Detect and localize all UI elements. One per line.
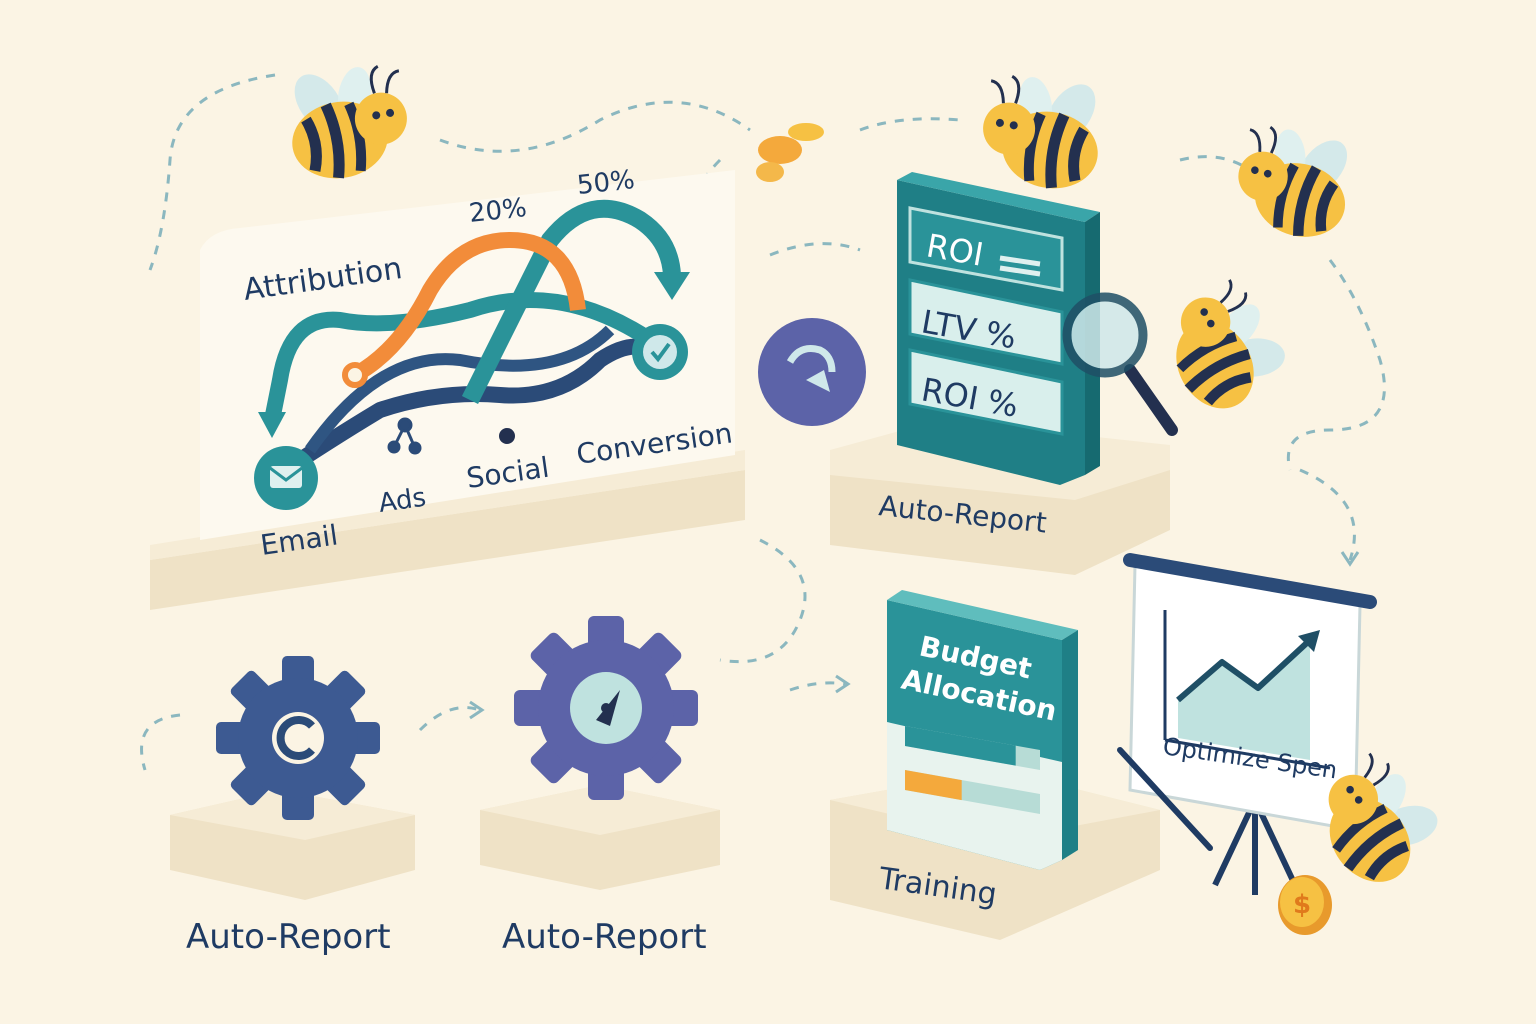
gear2-platform (480, 785, 720, 890)
gear1-label: Auto-Report (186, 917, 391, 957)
magnifier-icon (1062, 292, 1178, 436)
coin-symbol: $ (1293, 890, 1311, 920)
teal-flow-line (461, 199, 681, 405)
return-arrowhead (258, 412, 286, 438)
navy-flow-line (265, 338, 654, 487)
metrics-card (897, 172, 1100, 485)
optimize-spend-easel (1117, 553, 1377, 895)
orange-start-node (342, 362, 368, 388)
bee-top-center (974, 62, 1110, 196)
metrics-row-ltv (908, 278, 1064, 366)
easel-pointer (1117, 747, 1213, 851)
bee-top-right (1226, 112, 1363, 247)
teal-percentage-label: 50% (576, 165, 637, 201)
orange-flow-line (350, 231, 586, 382)
budget-bar-orange (905, 770, 962, 801)
rotate-arrow-icon (758, 318, 866, 426)
budget-bar-teal (905, 726, 1016, 766)
metrics-row-roi-pct (908, 348, 1064, 436)
connector-arrowheads (469, 551, 1360, 720)
gear2-icon (514, 616, 698, 800)
bee-top-left (279, 52, 415, 186)
ads-channel-label: Ads (377, 483, 428, 519)
metrics-row-roi (908, 206, 1064, 292)
social-node-icon (499, 428, 515, 444)
budget-allocation-card (887, 590, 1078, 870)
orange-percentage-label: 20% (468, 193, 529, 229)
email-icon (254, 446, 318, 510)
attribution-flow-lines (264, 199, 681, 487)
navy-flow-line-2 (305, 325, 615, 454)
dollar-coin-icon: $ (1278, 875, 1332, 935)
gear1-icon (216, 656, 380, 820)
dashed-connectors (140, 73, 1386, 771)
small-orange-bee-icon (756, 123, 824, 182)
bee-with-magnifier (1150, 271, 1301, 423)
ads-network-icon (387, 417, 422, 455)
conversion-check-icon (632, 324, 688, 380)
gear2-label: Auto-Report (502, 917, 707, 957)
teal-arrowhead (654, 272, 690, 300)
